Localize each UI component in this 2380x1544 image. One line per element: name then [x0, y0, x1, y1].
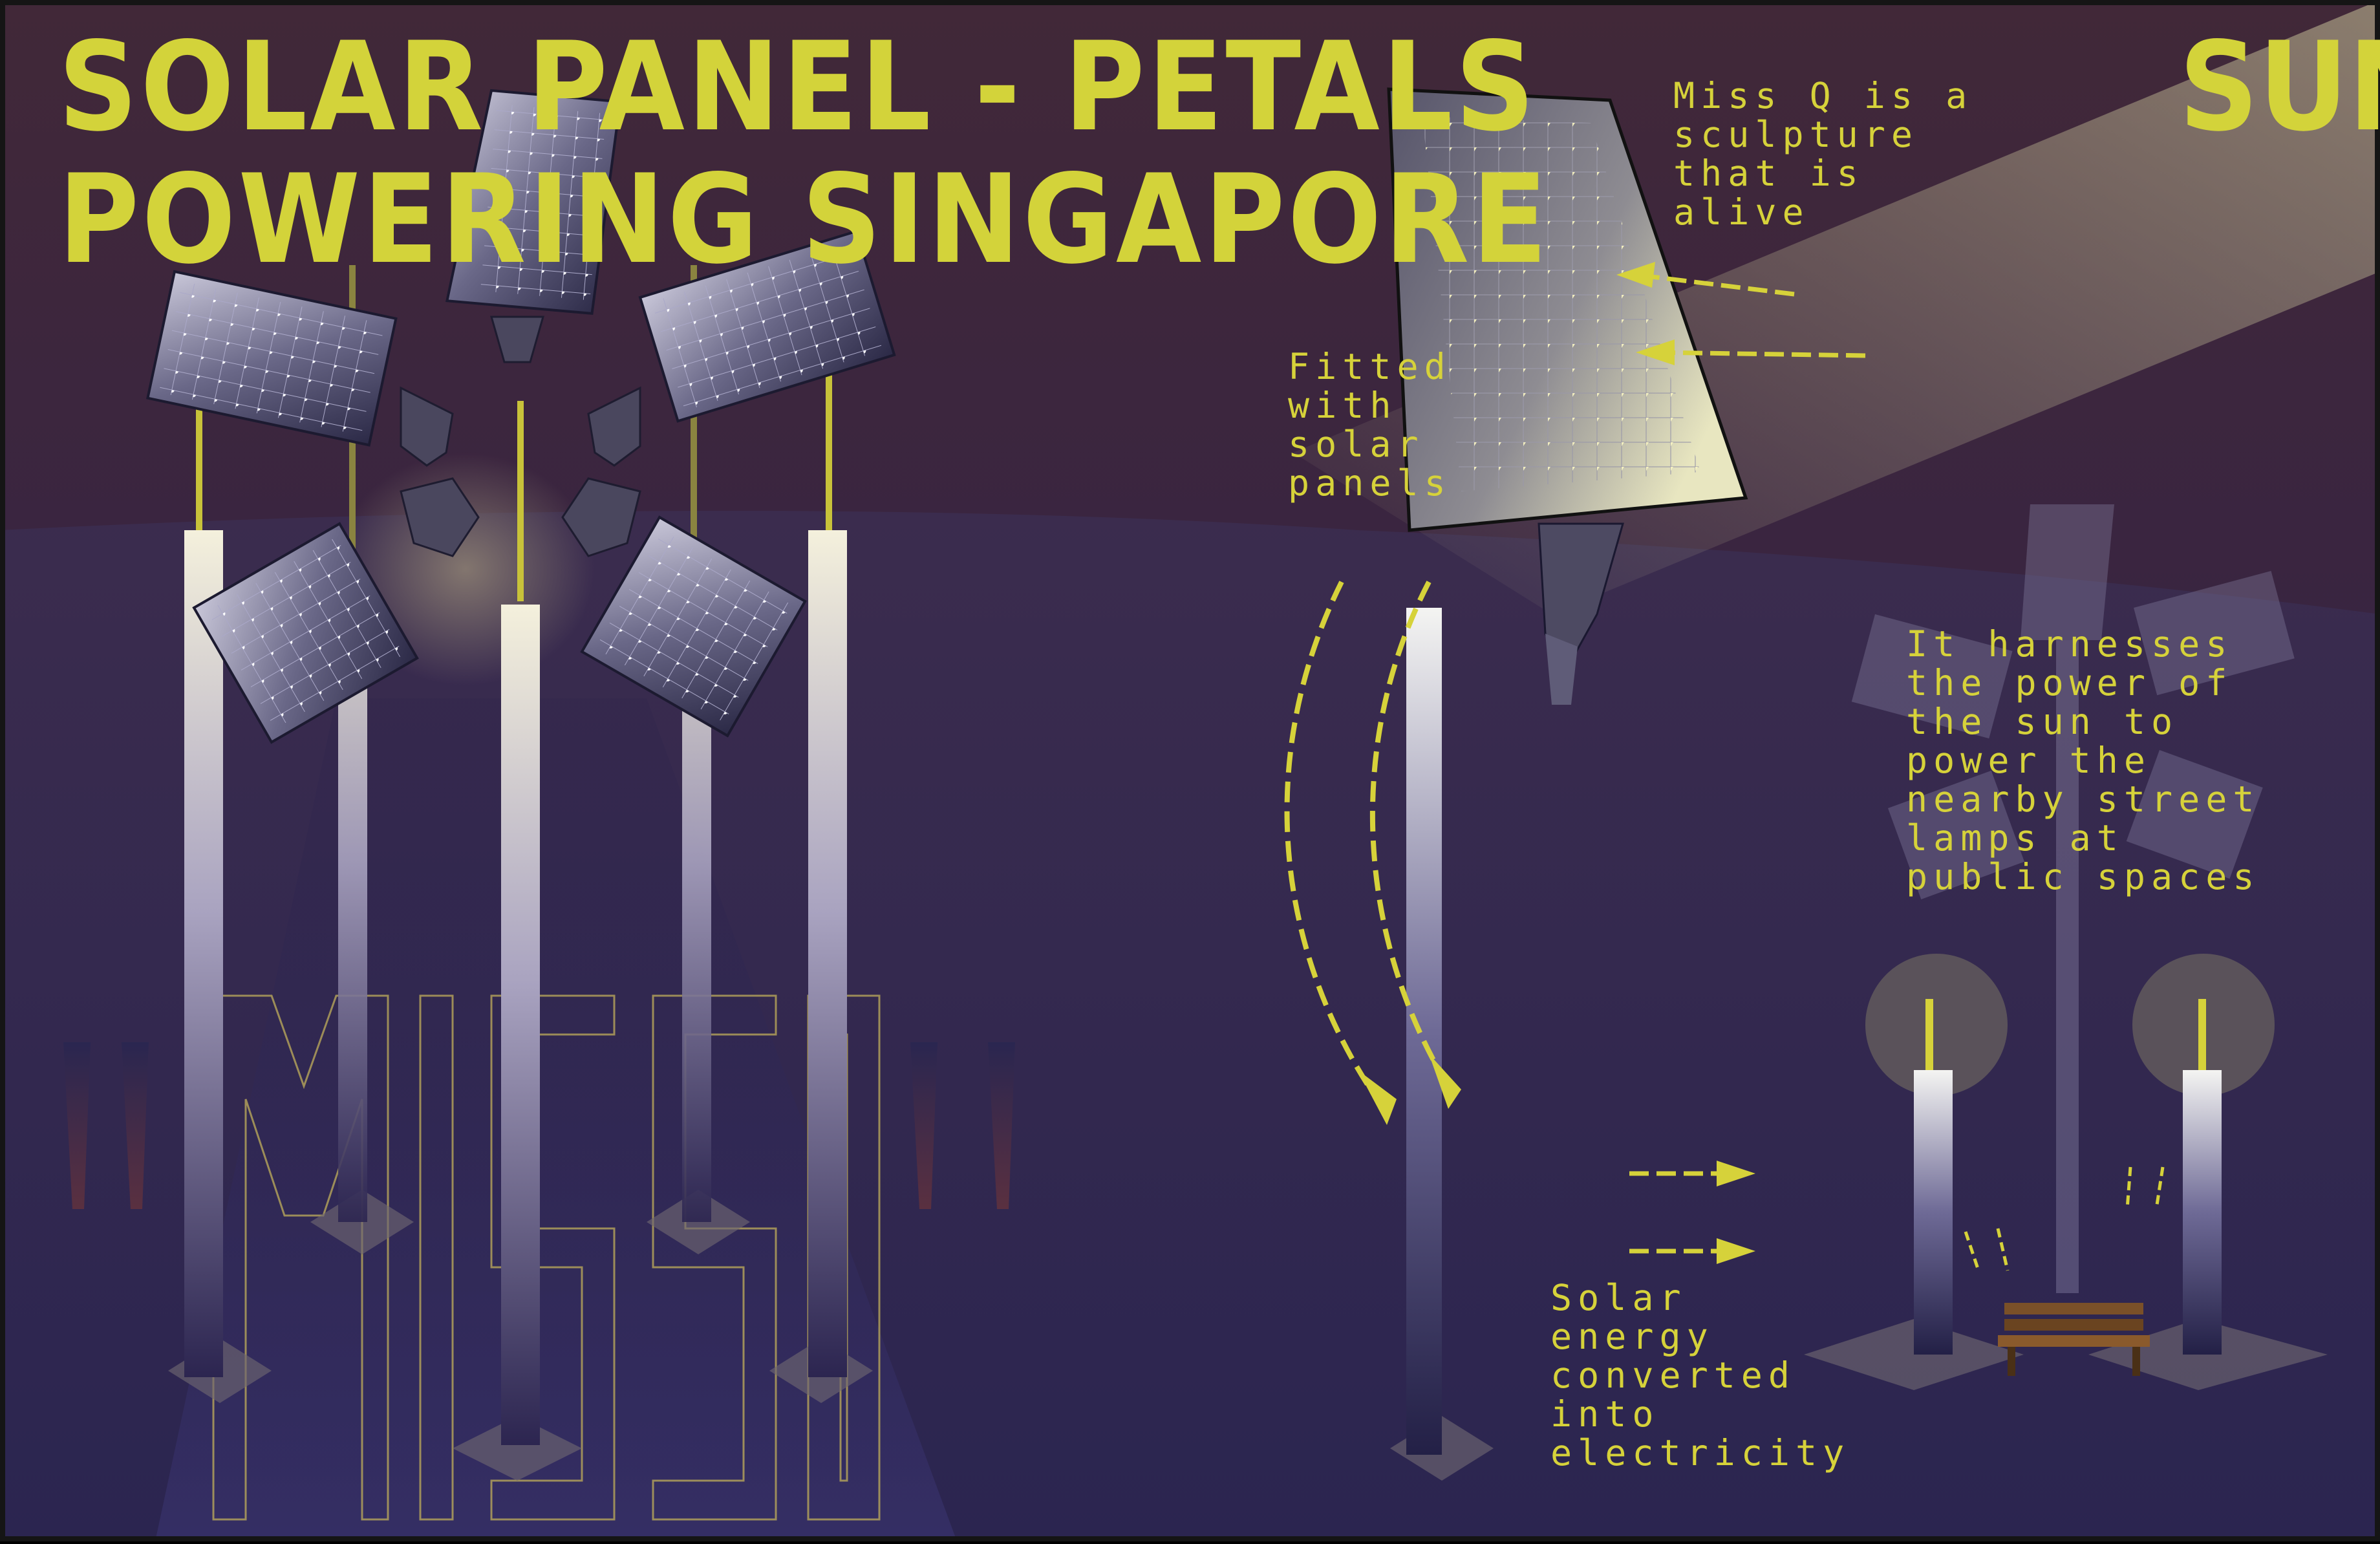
annotation-harnesses: It harnesses the power of the sun to pow…: [1906, 623, 2260, 897]
solar-panel-icon: [146, 89, 896, 744]
title-line-2: POWERING SINGAPORE: [58, 148, 1550, 291]
distant-sculpture: [1851, 504, 2295, 1293]
quote-marks: [63, 1042, 1015, 1209]
street-lamp-icon: [1865, 954, 2275, 1355]
title-line-1: SOLAR PANEL - PETALS: [58, 16, 1538, 158]
annotation-energy: Solar energy converted into electricity: [1550, 1277, 1850, 1474]
arrow-icon: [1358, 1054, 1461, 1125]
single-pole: [1406, 608, 1442, 1455]
bench-icon: [1998, 1303, 2150, 1376]
annotation-fitted: Fitted with solar panels: [1288, 346, 1452, 504]
sun-label: SUN: [2179, 16, 2380, 158]
sunlight-arrows: [1629, 272, 1866, 1254]
energy-arrows: [1284, 581, 1451, 1101]
big-solar-panel-icon: [1387, 87, 1748, 705]
joints: [400, 316, 641, 557]
small-arrows: [1964, 1166, 2165, 1271]
annotation-alive: Miss Q is a sculpture that is alive: [1673, 75, 1973, 233]
